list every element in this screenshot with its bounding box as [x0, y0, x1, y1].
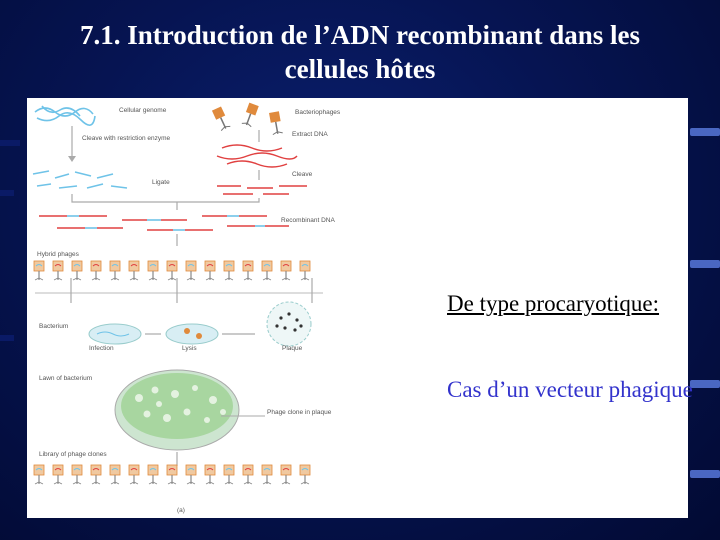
phage-cloning-diagram: Cellular genome Cleave with restriction … [32, 102, 341, 514]
bacteriophages-label: Bacteriophages [295, 109, 341, 116]
plaque-phages [275, 312, 303, 332]
plaque-label: Plaque [282, 345, 303, 352]
cellular-genome-dna [34, 105, 96, 126]
phage [52, 260, 64, 281]
cellular-genome-label: Cellular genome [119, 107, 167, 114]
right-streak [690, 260, 720, 268]
lawn-label: Lawn of bacterium [39, 375, 92, 382]
lysis-label: Lysis [182, 345, 197, 352]
phage [109, 464, 121, 485]
cleave2-label: Cleave [292, 171, 313, 178]
library-phages-row [33, 464, 311, 485]
phage [166, 464, 178, 485]
phage-dot [196, 333, 202, 339]
phage [223, 464, 235, 485]
bacterial-lawn [121, 373, 233, 439]
library-label: Library of phage clones [39, 451, 107, 458]
phage [261, 464, 273, 485]
phage [147, 464, 159, 485]
subtitle: De type procaryotique: [447, 291, 660, 316]
bacterium-label: Bacterium [39, 323, 68, 330]
phage [90, 260, 102, 281]
phage-clone-label: Phage clone in plaque [267, 409, 332, 416]
recombinant-dna [39, 215, 289, 231]
phage [109, 260, 121, 281]
infection-label: Infection [89, 345, 114, 352]
title-line-2: cellules hôtes [284, 54, 436, 84]
extract-label: Extract DNA [292, 131, 328, 138]
bacterium-cell [88, 323, 142, 345]
left-streak [0, 335, 14, 341]
phage [223, 260, 235, 281]
hybrid-phages-label: Hybrid phages [37, 251, 80, 258]
plaque-circle [266, 301, 312, 347]
phage [71, 464, 83, 485]
lysing-cell [165, 323, 219, 345]
arrow-head [68, 156, 76, 162]
phage-dot [184, 328, 190, 334]
plaques-on-dish [135, 385, 226, 423]
phage [90, 464, 102, 485]
right-streak [690, 380, 720, 388]
phage [71, 260, 83, 281]
cleave-label: Cleave with restriction enzyme [82, 135, 171, 142]
title-line-1: 7.1. Introduction de l’ADN recombinant d… [79, 20, 641, 50]
phage [204, 464, 216, 485]
phage-dna [216, 144, 298, 168]
recombinant-label: Recombinant DNA [281, 217, 335, 224]
left-streak [0, 140, 20, 146]
content-panel: Cellular genome Cleave with restriction … [27, 98, 693, 518]
phage [242, 464, 254, 485]
slide-title: 7.1. Introduction de l’ADN recombinant d… [0, 18, 720, 86]
phage [299, 464, 311, 485]
phage [280, 260, 292, 281]
phage [166, 260, 178, 281]
panel-letter: (a) [177, 507, 185, 514]
left-streak [0, 190, 14, 196]
bacteriophages [211, 102, 283, 136]
phage [185, 260, 197, 281]
phage [147, 260, 159, 281]
phage [33, 260, 45, 281]
phage [185, 464, 197, 485]
phage [261, 260, 273, 281]
vector-text: Cas d’un vecteur phagique [447, 377, 693, 402]
right-streak [690, 470, 720, 478]
phage [280, 464, 292, 485]
phage [299, 260, 311, 281]
phage [33, 464, 45, 485]
genome-fragments [32, 170, 128, 189]
phage [52, 464, 64, 485]
hybrid-phages-row [33, 260, 311, 281]
phage [204, 260, 216, 281]
phage [128, 464, 140, 485]
phage-dna-fragments [217, 185, 307, 195]
phage [128, 260, 140, 281]
ligate-label: Ligate [152, 179, 170, 186]
merge-arrow [71, 194, 260, 203]
bacterium-dna [96, 331, 130, 337]
right-streak [690, 128, 720, 136]
phage [242, 260, 254, 281]
